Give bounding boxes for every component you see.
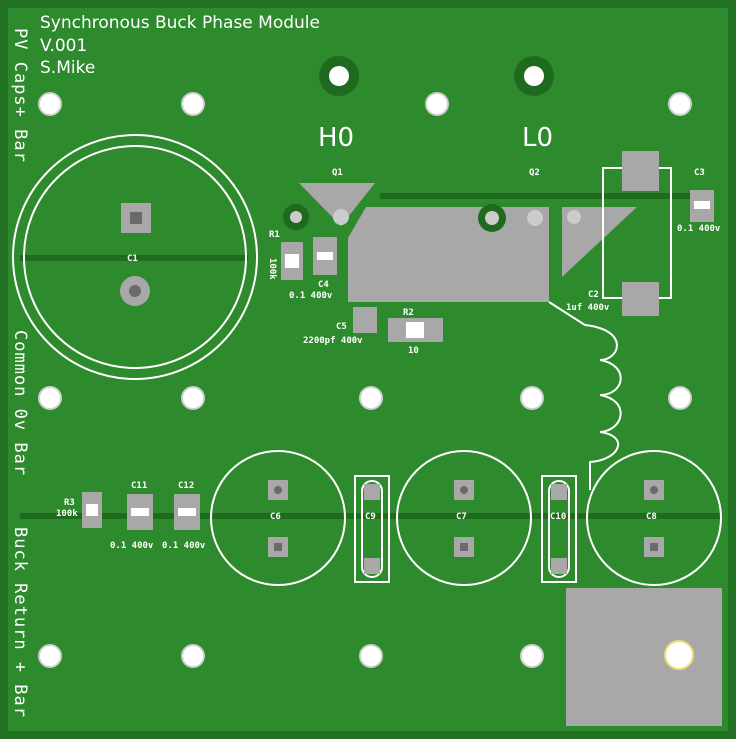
c1-ref: C1 [127, 254, 138, 264]
c1-capacitor [12, 134, 258, 380]
c2-value: 1uf 400v [566, 303, 610, 313]
bulk-capacitors [210, 450, 722, 586]
c6-ref: C6 [270, 512, 281, 522]
title-line-3: S.Mike [40, 58, 95, 78]
c4-ref: C4 [318, 280, 329, 290]
c7-ref: C7 [456, 512, 467, 522]
c5-ref: C5 [336, 322, 347, 332]
switch-node-copper [348, 207, 549, 302]
return-copper-pad [566, 588, 722, 726]
c11-ref: C11 [131, 481, 147, 491]
c5-value: 2200pf 400v [303, 336, 363, 346]
c12-value: 0.1 400v [162, 541, 206, 551]
q2-copper [562, 207, 637, 277]
c8-ref: C8 [646, 512, 657, 522]
c3-ref: C3 [694, 168, 705, 178]
r1-value: 100k [267, 258, 277, 280]
c9-ref: C9 [365, 512, 376, 522]
c4-value: 0.1 400v [289, 291, 333, 301]
q2-ref: Q2 [529, 168, 540, 178]
c2-pad-top [622, 151, 659, 191]
r3-value: 100k [56, 509, 78, 519]
c12-ref: C12 [178, 481, 194, 491]
q1-tab [299, 183, 375, 226]
title-line-1: Synchronous Buck Phase Module [40, 13, 320, 33]
hv-pads [319, 56, 554, 96]
c3-value: 0.1 400v [677, 224, 721, 234]
r1-ref: R1 [269, 230, 280, 240]
inductor-coil [548, 301, 622, 490]
side-label-common: Common 0v Bar [10, 330, 30, 476]
side-label-pv-caps: PV Caps+ Bar [10, 28, 30, 163]
return-mount-hole [664, 640, 694, 670]
r2-value: 10 [408, 346, 419, 356]
q1-ref: Q1 [332, 168, 343, 178]
smd-parts [82, 190, 714, 530]
mounting-holes [38, 92, 692, 668]
c2-pad-bottom [622, 282, 659, 316]
title-line-2: V.001 [40, 36, 87, 56]
r3-ref: R3 [64, 498, 75, 508]
side-label-buck-return: Buck Return + Bar [10, 527, 30, 718]
c10-ref: C10 [550, 512, 566, 522]
h0-label: H0 [318, 123, 354, 153]
c2-ref: C2 [588, 290, 599, 300]
l0-label: L0 [522, 123, 553, 153]
r2-ref: R2 [403, 308, 414, 318]
c11-value: 0.1 400v [110, 541, 154, 551]
